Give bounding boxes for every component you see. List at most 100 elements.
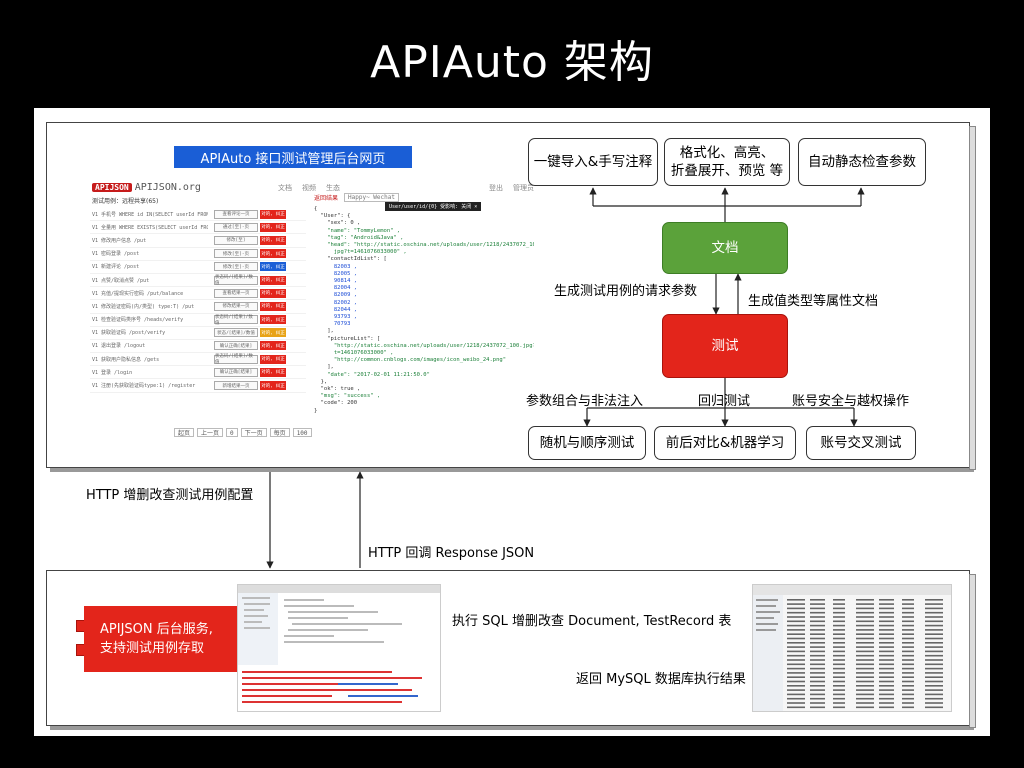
json-line: "http://common.cnblogs.com/images/icon_w… [314,357,507,364]
db-cell [856,680,874,683]
db-cell [787,693,805,696]
db-cell [787,646,805,648]
db-cell [856,637,874,640]
test-case-action-button[interactable]: 修改结果一页 [214,301,258,311]
pager-item[interactable]: 每页 [269,428,290,437]
test-case-status[interactable]: 对的, 纠正 [260,354,286,364]
test-case-action-button[interactable]: 状态码/[结果]/数值 [214,354,258,365]
test-case-row[interactable]: V1 注册(先获取验证码type:1) /register 新增结果一页对的, 纠… [90,379,306,393]
db-cell [925,616,943,618]
test-case-status[interactable]: 对的, 纠正 [260,381,286,391]
test-case-action-button[interactable]: 状态码/[结果]/数值 [214,275,258,286]
test-case-action-button[interactable]: 查看结果一页 [214,288,258,298]
test-case-name: V1 注册(先获取验证码type:1) /register [92,383,196,390]
db-cell [902,646,914,648]
test-case-status[interactable]: 对的, 纠正 [260,209,286,219]
test-case-status[interactable]: 对的, 纠正 [260,275,286,285]
db-cell [787,642,805,644]
toolbar-result[interactable]: 返回结果 [314,195,339,202]
db-cell [833,603,845,605]
pager-item[interactable]: 上一页 [197,428,224,437]
db-cell [879,599,894,601]
db-cell [879,706,894,709]
json-line: ], [314,364,334,371]
combo-label: 参数组合与非法注入 [526,394,644,409]
db-cell [833,646,845,648]
db-cell [879,607,894,610]
test-case-status[interactable]: 对的, 纠正 [260,249,286,259]
test-case-row[interactable]: V1 新建评论 /post 修改[至]-页对的, 纠正 [90,261,306,274]
server-line-1: APIJSON 后台服务, [100,622,213,637]
db-cell [833,702,845,704]
db-cell [879,629,894,631]
test-case-row[interactable]: V1 登录 /login 确认正确[结果]对的, 纠正 [90,366,306,380]
db-cell [902,603,914,605]
test-case-status[interactable]: 对的, 纠正 [260,262,286,272]
test-case-action-button[interactable]: 修改[至]-页 [214,249,258,259]
test-case-action-button[interactable]: 修改[至] [214,235,258,245]
db-cell [810,620,825,623]
exec-sql-label: 执行 SQL 增删改查 Document, TestRecord 表 [452,614,732,629]
test-case-row[interactable]: V1 手机号 WHERE id IN(SELECT userId FROM Co… [90,208,306,222]
db-cell [787,680,805,683]
pager-item[interactable]: 100 [292,428,312,437]
test-case-status[interactable]: 对的, 纠正 [260,301,286,311]
db-cell [902,685,914,687]
test-case-action-button[interactable]: 新增结果一页 [214,381,258,391]
pager-item[interactable]: 起页 [174,428,195,437]
test-case-action-button[interactable]: 通过[至]-页 [214,222,258,232]
nav-eco[interactable]: 生态 [326,184,340,192]
test-case-action-button[interactable]: 状态/[结果]/数值 [214,328,258,338]
ide-art [238,585,440,711]
test-case-action-button[interactable]: 确认正确[结果] [214,341,258,351]
test-case-action-button[interactable]: 查看评论一页 [214,209,258,219]
test-case-status[interactable]: 对的, 纠正 [260,341,286,351]
json-line: "http://static.oschina.net/uploads/user/… [314,342,534,349]
logo-text: APIJSON.org [134,182,201,193]
test-case-action-button[interactable]: 状态码/[结果]/数值 [214,315,258,326]
test-case-status[interactable]: 对的, 纠正 [260,367,286,377]
pager-item[interactable]: 0 [226,428,238,437]
db-cell [833,676,845,678]
json-response-view: { "User": { "sex": 0 , "name": "TommyLem… [314,206,534,436]
test-case-action-button[interactable]: 确认正确[结果] [214,367,258,377]
nav-docs[interactable]: 文档 [278,184,292,192]
test-case-status[interactable]: 对的, 纠正 [260,235,286,245]
test-case-status[interactable]: 对的, 纠正 [260,328,286,338]
nav-video[interactable]: 视频 [302,184,316,192]
db-art [753,585,951,711]
db-cell [810,667,825,670]
test-case-row[interactable]: V1 全量用 WHERE EXISTS(SELECT userId FROM C… [90,221,306,235]
db-cell [856,693,874,696]
test-case-status[interactable]: 对的, 纠正 [260,288,286,298]
gen-doc-label: 生成值类型等属性文档 [748,294,879,309]
db-cell [879,667,894,670]
db-cell [856,697,874,700]
nav-admin[interactable]: 管理员 [513,184,534,192]
pager-item[interactable]: 下一页 [240,428,267,437]
nav-logout[interactable]: 登出 [489,184,503,192]
test-case-name: V1 登录 /login [92,369,133,376]
test-case-status[interactable]: 对的, 纠正 [260,315,286,325]
test-case-name: V1 新建评论 /post [92,264,140,271]
db-cell [833,607,845,610]
db-cell [879,637,894,640]
frontend-banner: APIAuto 接口测试管理后台网页 [174,146,412,168]
db-cell [879,676,894,678]
test-case-status[interactable]: 对的, 纠正 [260,222,286,232]
json-line: "code": 200 [314,400,358,407]
db-cell [902,599,914,601]
db-cell [925,611,943,614]
test-case-action-button[interactable]: 修改[至]-页 [214,262,258,272]
toolbar-select[interactable]: Happy~ Wechat [344,193,399,202]
db-cell [925,685,943,687]
